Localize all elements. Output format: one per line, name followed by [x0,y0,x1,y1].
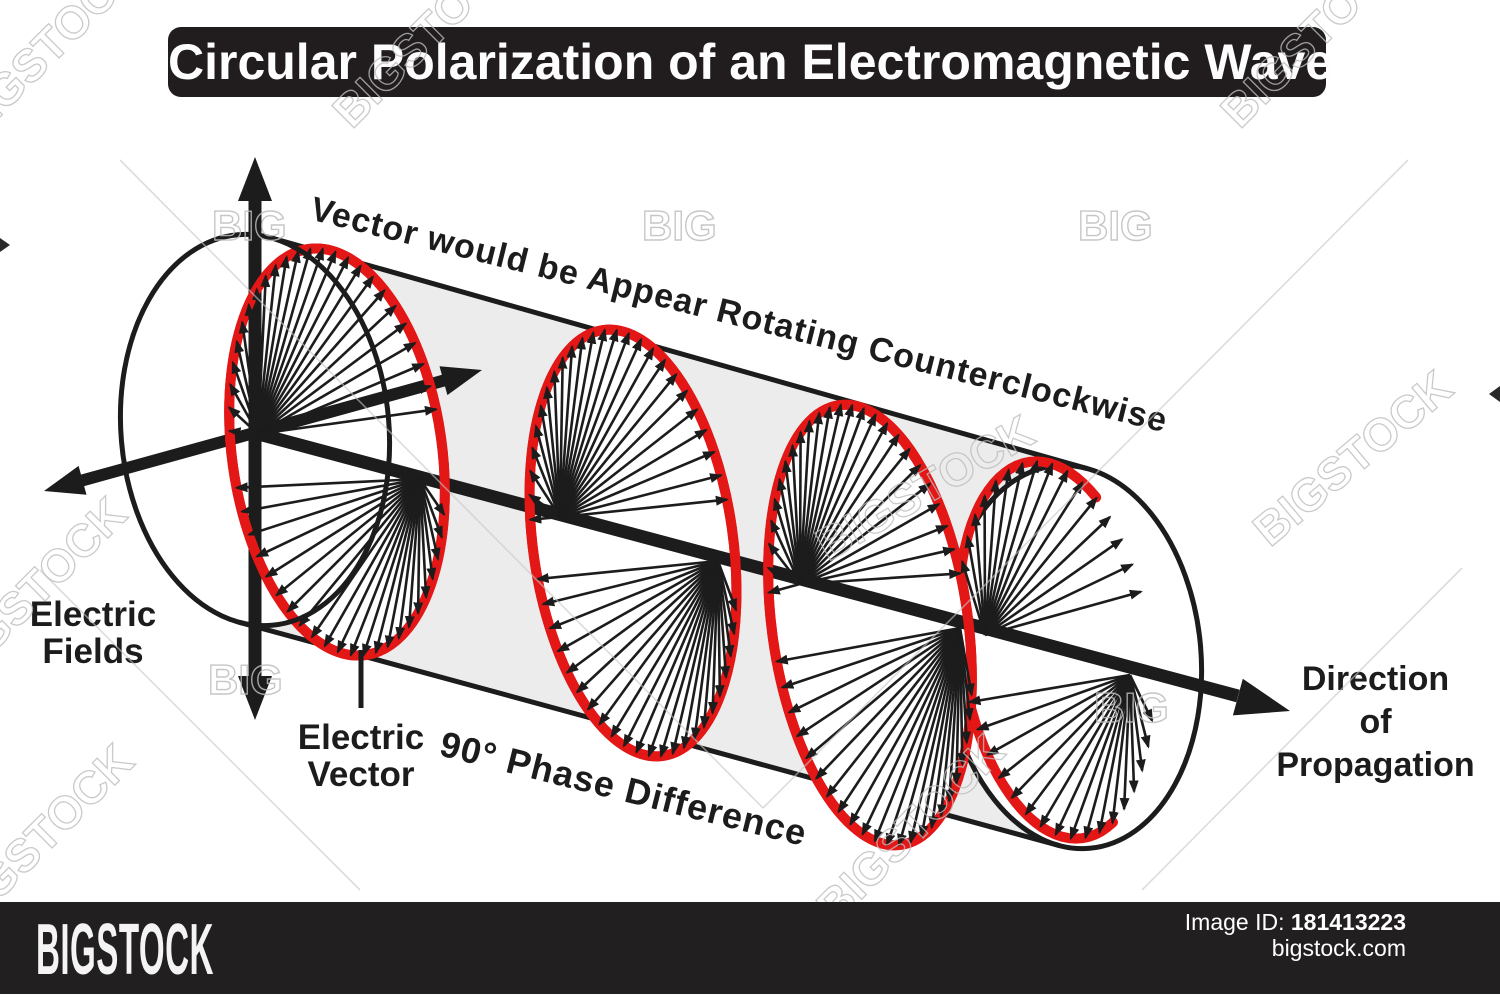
image-id-label: Image ID: [1185,909,1285,935]
electric-fields-line1: Electric [18,596,168,633]
website-link[interactable]: bigstock.com [1185,935,1406,961]
electric-vector-label: Electric Vector [290,719,432,793]
title-banner: Circular Polarization of an Electromagne… [168,27,1326,97]
page-title: Circular Polarization of an Electromagne… [168,34,1333,90]
electric-vector-line2: Vector [290,756,432,793]
image-id-row: Image ID: 181413223 [1185,909,1406,935]
bigstock-logo: BIGSTOCK [36,902,214,994]
electric-fields-label: Electric Fields [18,596,168,670]
direction-line3: Propagation [1268,744,1483,787]
direction-line2: of [1268,701,1483,744]
image-meta: Image ID: 181413223 bigstock.com [1185,909,1406,961]
direction-of-propagation-label: Direction of Propagation [1268,658,1483,787]
electric-fields-line2: Fields [18,633,168,670]
footer-bar: BIGSTOCK Image ID: 181413223 bigstock.co… [0,902,1500,994]
direction-line1: Direction [1268,658,1483,701]
electric-vector-line1: Electric [290,719,432,756]
diagram-canvas: Circular Polarization of an Electromagne… [0,0,1500,902]
image-id-value: 181413223 [1291,909,1406,935]
